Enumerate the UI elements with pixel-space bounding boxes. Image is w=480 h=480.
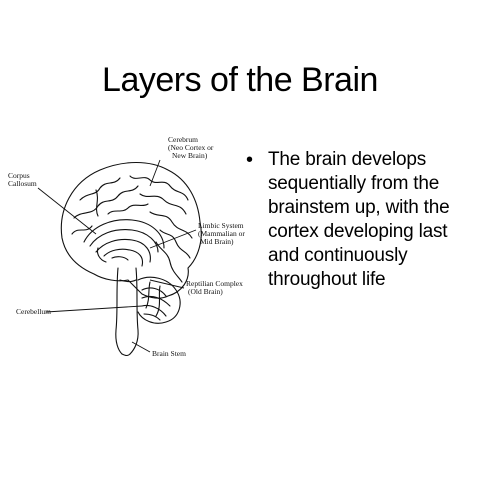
cerebrum-label: Cerebrum bbox=[168, 135, 198, 144]
cerebrum-leader bbox=[149, 159, 161, 187]
slide-title: Layers of the Brain bbox=[102, 61, 378, 99]
brain-sketch bbox=[37, 159, 202, 357]
corpus-callosum-label-1: Corpus bbox=[8, 171, 30, 180]
corpus-callosum-leader bbox=[37, 187, 97, 235]
reptilian-leader bbox=[149, 279, 185, 289]
limbic-label-2: (Mammalian or bbox=[198, 229, 245, 238]
reptilian-label-1: Reptilian Complex bbox=[186, 279, 243, 288]
limbic-label-1: Limbic System bbox=[198, 221, 244, 230]
corpus-callosum-arch bbox=[83, 219, 165, 249]
bullet-text: The brain develops sequentially from the… bbox=[268, 149, 450, 290]
brainstem-leader bbox=[131, 341, 151, 353]
bullet-item: • The brain develops sequentially from t… bbox=[240, 148, 470, 292]
cerebellum-outline bbox=[137, 276, 181, 324]
bullet-symbol: • bbox=[246, 149, 254, 171]
bullet-list: • The brain develops sequentially from t… bbox=[240, 148, 470, 292]
limbic-label-3: Mid Brain) bbox=[200, 237, 234, 246]
cerebellum-leader bbox=[45, 305, 143, 313]
brain-diagram: Cerebrum (Neo Cortex or New Brain) Corpu… bbox=[0, 130, 250, 380]
corpus-callosum-label-2: Callosum bbox=[8, 179, 37, 188]
cerebellum-label: Cerebellum bbox=[16, 307, 51, 316]
limbic-leader bbox=[149, 229, 197, 249]
brainstem-label: Brain Stem bbox=[152, 349, 186, 358]
cerebrum-sublabel-1: (Neo Cortex or bbox=[168, 143, 214, 152]
cerebrum-outline bbox=[60, 162, 202, 299]
brainstem-right bbox=[129, 267, 139, 355]
brainstem-left bbox=[115, 267, 123, 355]
reptilian-label-2: (Old Brain) bbox=[188, 287, 223, 296]
cerebrum-sublabel-2: New Brain) bbox=[172, 151, 208, 160]
